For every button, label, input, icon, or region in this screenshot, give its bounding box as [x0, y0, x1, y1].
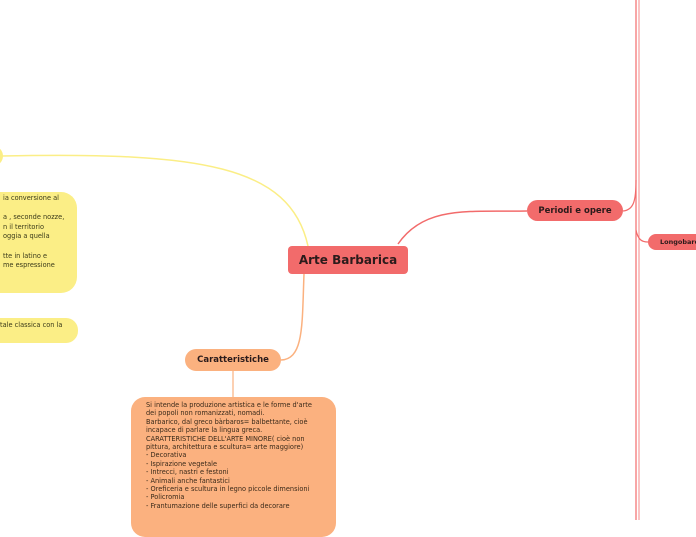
caratteristiche-note[interactable]: Si intende la produzione artistica e le …	[131, 397, 336, 537]
link-central-periodi	[397, 210, 528, 245]
left-note-line: ia conversione al	[3, 194, 59, 202]
left-note-large[interactable]: ia conversione al a , seconde nozze, n i…	[0, 192, 77, 293]
link-trunk-longobardi	[635, 229, 649, 243]
topic-periodi-e-opere[interactable]: Periodi e opere	[527, 200, 623, 221]
note-line: - Decorativa	[146, 451, 187, 460]
link-periodi-trunk	[622, 179, 637, 212]
left-note-line: a , seconde nozze,	[3, 213, 65, 222]
central-topic-label: Arte Barbarica	[298, 253, 398, 267]
note-line: pittura, architettura e scultura= arte m…	[146, 443, 304, 452]
central-topic-node[interactable]: Arte Barbarica	[288, 246, 408, 274]
topic-caratteristiche-label: Caratteristiche	[197, 355, 269, 365]
note-line: - Ispirazione vegetale	[146, 459, 217, 468]
note-line: Barbarico, dal greco bàrbaros= balbettan…	[146, 417, 308, 426]
note-line: incapace di parlare la lingua greca.	[146, 426, 263, 435]
link-central-caratteristiche	[280, 273, 305, 361]
note-line: dei popoli non romanizzati, nomadi.	[146, 409, 265, 418]
left-note-line	[3, 242, 77, 252]
left-topic-node[interactable]	[0, 146, 3, 166]
connector-lines	[1, 0, 649, 520]
note-line: - Frantumazione delle superfici da decor…	[146, 501, 290, 510]
left-note-small-text: tale classica con la	[0, 321, 63, 329]
note-line: - Oreficeria e scultura in legno piccole…	[146, 485, 310, 494]
left-note-line	[3, 204, 77, 214]
topic-longobardi-label: Longobardi	[660, 238, 696, 246]
note-line: CARATTERISTICHE DELL'ARTE MINORE( cioè n…	[146, 434, 305, 443]
note-line: - Intrecci, nastri e festoni	[146, 468, 229, 477]
left-note-line: n il territorio	[3, 222, 45, 231]
link-central-left	[1, 154, 309, 247]
note-line: - Policromia	[146, 493, 185, 502]
left-note-line: oggia a quella	[3, 232, 50, 241]
left-note-line: tte in latino e	[3, 251, 48, 260]
note-line: - Animali anche fantastici	[146, 476, 230, 485]
note-line: Si intende la produzione artistica e le …	[146, 401, 312, 409]
topic-caratteristiche[interactable]: Caratteristiche	[185, 349, 281, 371]
left-note-line: me espressione	[3, 261, 55, 270]
left-note-small[interactable]: tale classica con la	[0, 318, 78, 343]
topic-longobardi[interactable]: Longobardi	[648, 234, 696, 250]
topic-periodi-label: Periodi e opere	[538, 205, 612, 216]
